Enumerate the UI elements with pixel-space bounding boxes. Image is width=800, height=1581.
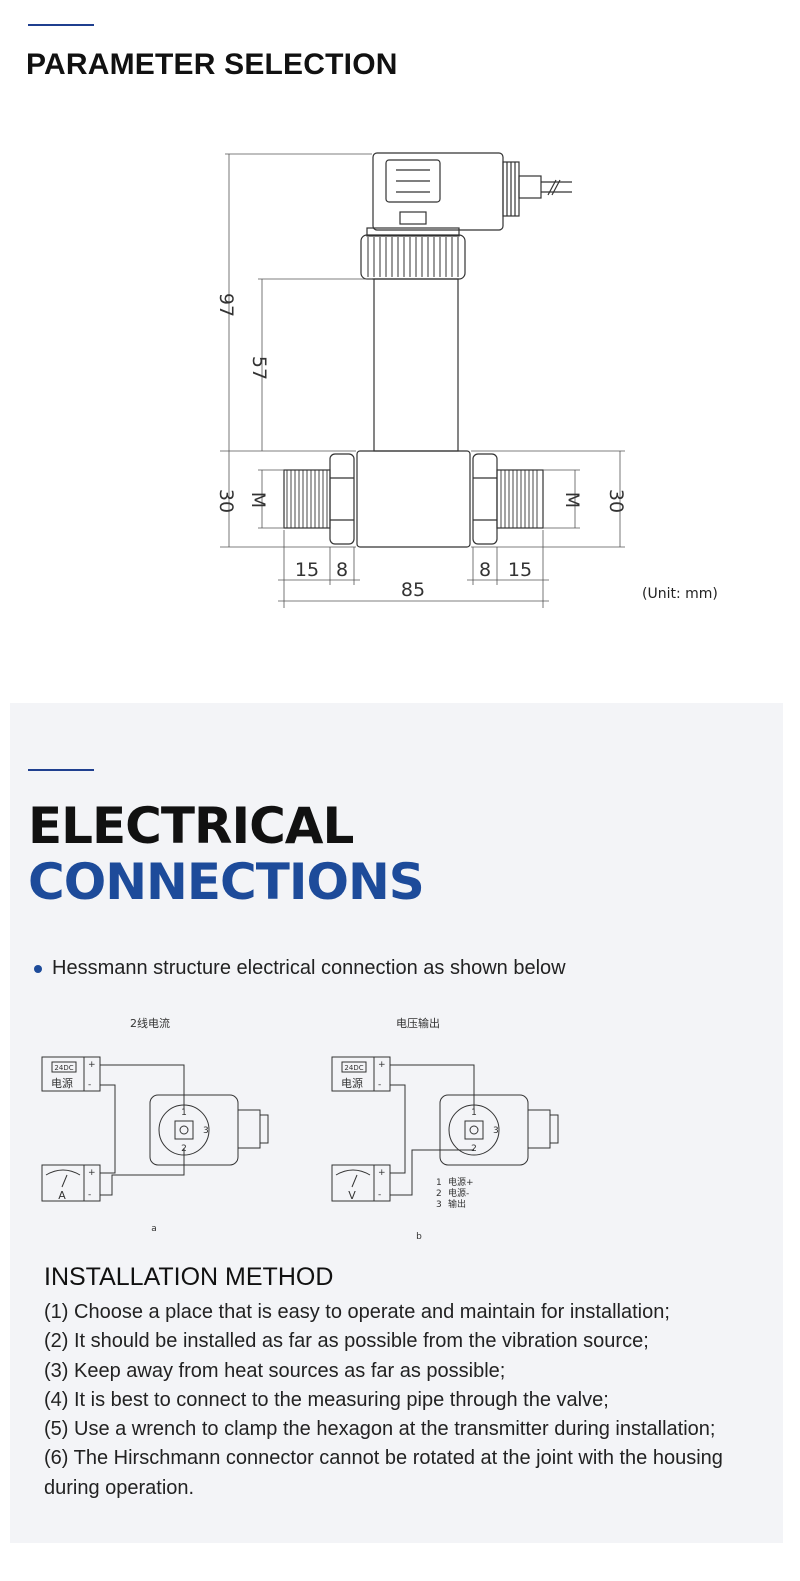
diagram-a-pin1: 1 <box>181 1108 187 1118</box>
right-thread-port <box>496 469 544 529</box>
electrical-title: ELECTRICAL <box>28 797 354 855</box>
wiring-diagrams: 2线电流 24DC 电源 + - A + - 1 2 3 a 电压输出 24DC… <box>41 1016 559 1242</box>
diagram-b-plus: + <box>378 1060 386 1070</box>
diagram-a-meter-plus: + <box>88 1168 96 1178</box>
connector-head <box>372 152 504 231</box>
diagram-b-meter-minus: - <box>378 1190 381 1200</box>
diagram-b-pin1: 1 <box>471 1108 477 1118</box>
connections-title: CONNECTIONS <box>28 853 425 911</box>
list-item: (2) It should be installed as far as pos… <box>44 1330 649 1353</box>
diagram-b-legend-3-text: 输出 <box>448 1198 466 1210</box>
bullet-dot-icon <box>34 964 42 973</box>
diagram-b-legend-1-text: 电源+ <box>448 1176 474 1188</box>
connector-tab <box>399 211 427 225</box>
diagram-b-pin2: 2 <box>471 1144 477 1154</box>
diagram-b <box>331 1056 559 1202</box>
dim-m-right: M <box>561 492 583 508</box>
center-block <box>356 450 471 548</box>
bullet-text: Hessmann structure electrical connection… <box>52 957 566 979</box>
list-item: (5) Use a wrench to clamp the hexagon at… <box>44 1418 716 1441</box>
unit-note: (Unit: mm) <box>642 586 718 602</box>
diagram-b-legend-1-num: 1 <box>436 1178 442 1188</box>
diagram-a <box>41 1056 269 1202</box>
section-rule-electrical <box>28 769 94 771</box>
diagram-a-plus: + <box>88 1060 96 1070</box>
diagram-a-supply-display: 24DC <box>54 1064 73 1072</box>
transmitter-dimension-drawing: 97 57 30 M M 30 15 8 8 15 85 <box>215 152 627 608</box>
diagram-b-legend-2-text: 电源- <box>448 1187 469 1199</box>
list-item: (4) It is best to connect to the measuri… <box>44 1388 609 1411</box>
diagram-b-meter-label: V <box>348 1189 356 1202</box>
list-item: (6) The Hirschmann connector cannot be r… <box>44 1447 723 1499</box>
electrical-panel <box>10 703 783 1543</box>
parameter-selection-title: PARAMETER SELECTION <box>26 48 398 81</box>
diagram-a-supply-label: 电源 <box>51 1076 73 1090</box>
installation-title: INSTALLATION METHOD <box>44 1263 334 1291</box>
connector-window <box>385 159 441 203</box>
dim-8-left: 8 <box>336 559 348 581</box>
diagram-b-title: 电压输出 <box>396 1016 440 1030</box>
diagram-a-pin2: 2 <box>181 1144 187 1154</box>
dim-97: 97 <box>215 293 237 317</box>
diagram-a-caption: a <box>151 1224 157 1234</box>
dim-57: 57 <box>248 356 270 380</box>
dim-85: 85 <box>401 579 425 601</box>
list-item: (1) Choose a place that is easy to opera… <box>44 1301 670 1323</box>
diagram-b-pin3: 3 <box>493 1126 499 1136</box>
diagram-a-meter-minus: - <box>88 1190 91 1200</box>
installation-list: (1) Choose a place that is easy to opera… <box>44 1298 774 1503</box>
dim-15-left: 15 <box>295 559 319 581</box>
diagram-a-meter-label: A <box>58 1189 66 1202</box>
diagram-b-minus: - <box>378 1080 381 1090</box>
diagram-a-pin3: 3 <box>203 1126 209 1136</box>
dim-8-right: 8 <box>479 559 491 581</box>
diagram-a-minus: - <box>88 1080 91 1090</box>
dim-15-right: 15 <box>508 559 532 581</box>
diagram-b-supply-label: 电源 <box>341 1076 363 1090</box>
list-item: (3) Keep away from heat sources as far a… <box>44 1359 506 1382</box>
dim-30-left: 30 <box>215 489 237 513</box>
dim-m-left: M <box>247 492 269 508</box>
knurled-nut <box>360 234 466 280</box>
diagram-a-title: 2线电流 <box>130 1016 170 1030</box>
dim-30-right: 30 <box>605 489 627 513</box>
stem-body <box>373 278 459 452</box>
diagram-b-caption: b <box>416 1232 422 1242</box>
bullet-row: Hessmann structure electrical connection… <box>34 957 566 980</box>
diagram-b-legend-3-num: 3 <box>436 1200 442 1210</box>
diagram-b-supply-display: 24DC <box>344 1064 363 1072</box>
section-rule-top <box>28 24 94 26</box>
diagram-b-legend-2-num: 2 <box>436 1189 442 1199</box>
diagram-b-meter-plus: + <box>378 1168 386 1178</box>
